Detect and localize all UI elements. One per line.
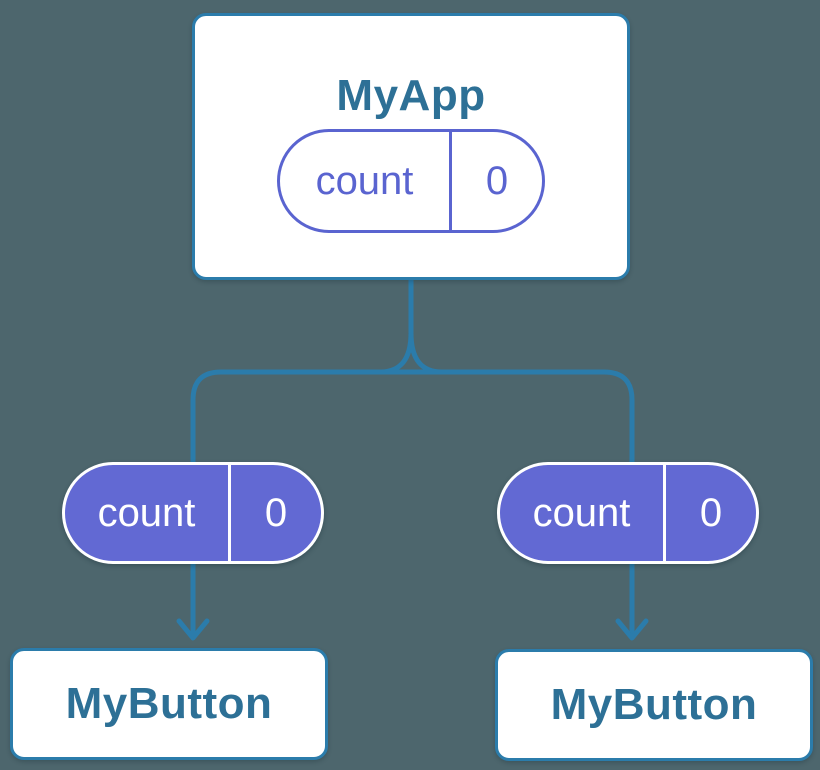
node-mybutton-right-title: MyButton — [550, 680, 758, 729]
arrowhead-left-icon — [176, 618, 210, 641]
node-mybutton-left: MyButton — [10, 648, 328, 760]
node-myapp-title: MyApp — [336, 71, 486, 120]
state-pill-value: 0 — [485, 158, 509, 203]
prop-pill-name: count — [532, 490, 631, 535]
pill-divider — [228, 465, 231, 561]
arrowhead-right-icon — [615, 618, 649, 641]
pill-divider — [663, 465, 666, 561]
pill-divider — [449, 132, 452, 230]
node-myapp: MyApp count 0 — [192, 13, 630, 280]
connector-rail — [190, 369, 635, 465]
connector-fork-right — [408, 332, 443, 375]
prop-pill-value: 0 — [699, 490, 723, 535]
state-pill-name: count — [315, 158, 414, 203]
connector-fork-left — [379, 332, 414, 375]
node-mybutton-left-title: MyButton — [65, 679, 273, 728]
prop-pill-right: count 0 — [497, 462, 759, 564]
prop-pill-left: count 0 — [62, 462, 324, 564]
state-pill-myapp: count 0 — [277, 129, 545, 233]
prop-pill-value: 0 — [264, 490, 288, 535]
node-mybutton-right: MyButton — [495, 649, 813, 761]
prop-pill-name: count — [97, 490, 196, 535]
